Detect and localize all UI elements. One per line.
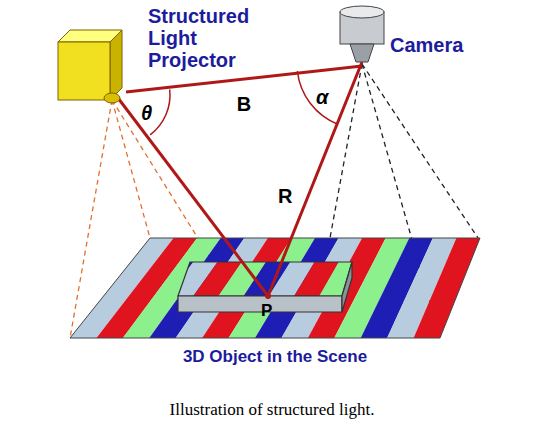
camera-ray — [268, 62, 362, 296]
stripe-pattern — [70, 238, 480, 338]
angle-label: θ — [141, 102, 152, 124]
baseline-label: B — [237, 93, 251, 115]
object-side — [342, 262, 352, 312]
stripe — [295, 238, 376, 338]
node-heading: Structured Light Projector — [148, 5, 273, 71]
field-of-view-lines — [70, 64, 478, 338]
stripe — [84, 238, 188, 338]
stripe — [375, 238, 447, 338]
camera-icon — [340, 6, 384, 62]
object-stripes — [84, 238, 494, 338]
angle-label: α — [316, 86, 328, 108]
theta-arc — [150, 90, 170, 135]
stripe — [401, 238, 470, 338]
projector-node: Structured Light Projector — [56, 26, 126, 106]
node-heading: 3D Object in the Scene — [70, 346, 480, 368]
range-label: R — [278, 185, 292, 207]
stripe — [428, 238, 494, 338]
camera-node: Camera — [336, 4, 388, 66]
point-p — [265, 293, 271, 299]
object-front — [178, 296, 342, 312]
scene-plane — [70, 238, 480, 338]
stripe — [322, 238, 400, 338]
scene-node: 3D Object in the Scene — [70, 236, 480, 340]
stripe — [414, 238, 480, 338]
projector-ray — [118, 98, 268, 296]
point-label: P — [261, 300, 272, 322]
node-heading: Camera — [390, 34, 480, 56]
figure-caption: Illustration of structured light. — [0, 400, 544, 420]
angle-arcs — [150, 71, 338, 135]
projector-icon — [58, 30, 122, 103]
alpha-arc — [297, 71, 337, 124]
stripe — [348, 238, 423, 338]
